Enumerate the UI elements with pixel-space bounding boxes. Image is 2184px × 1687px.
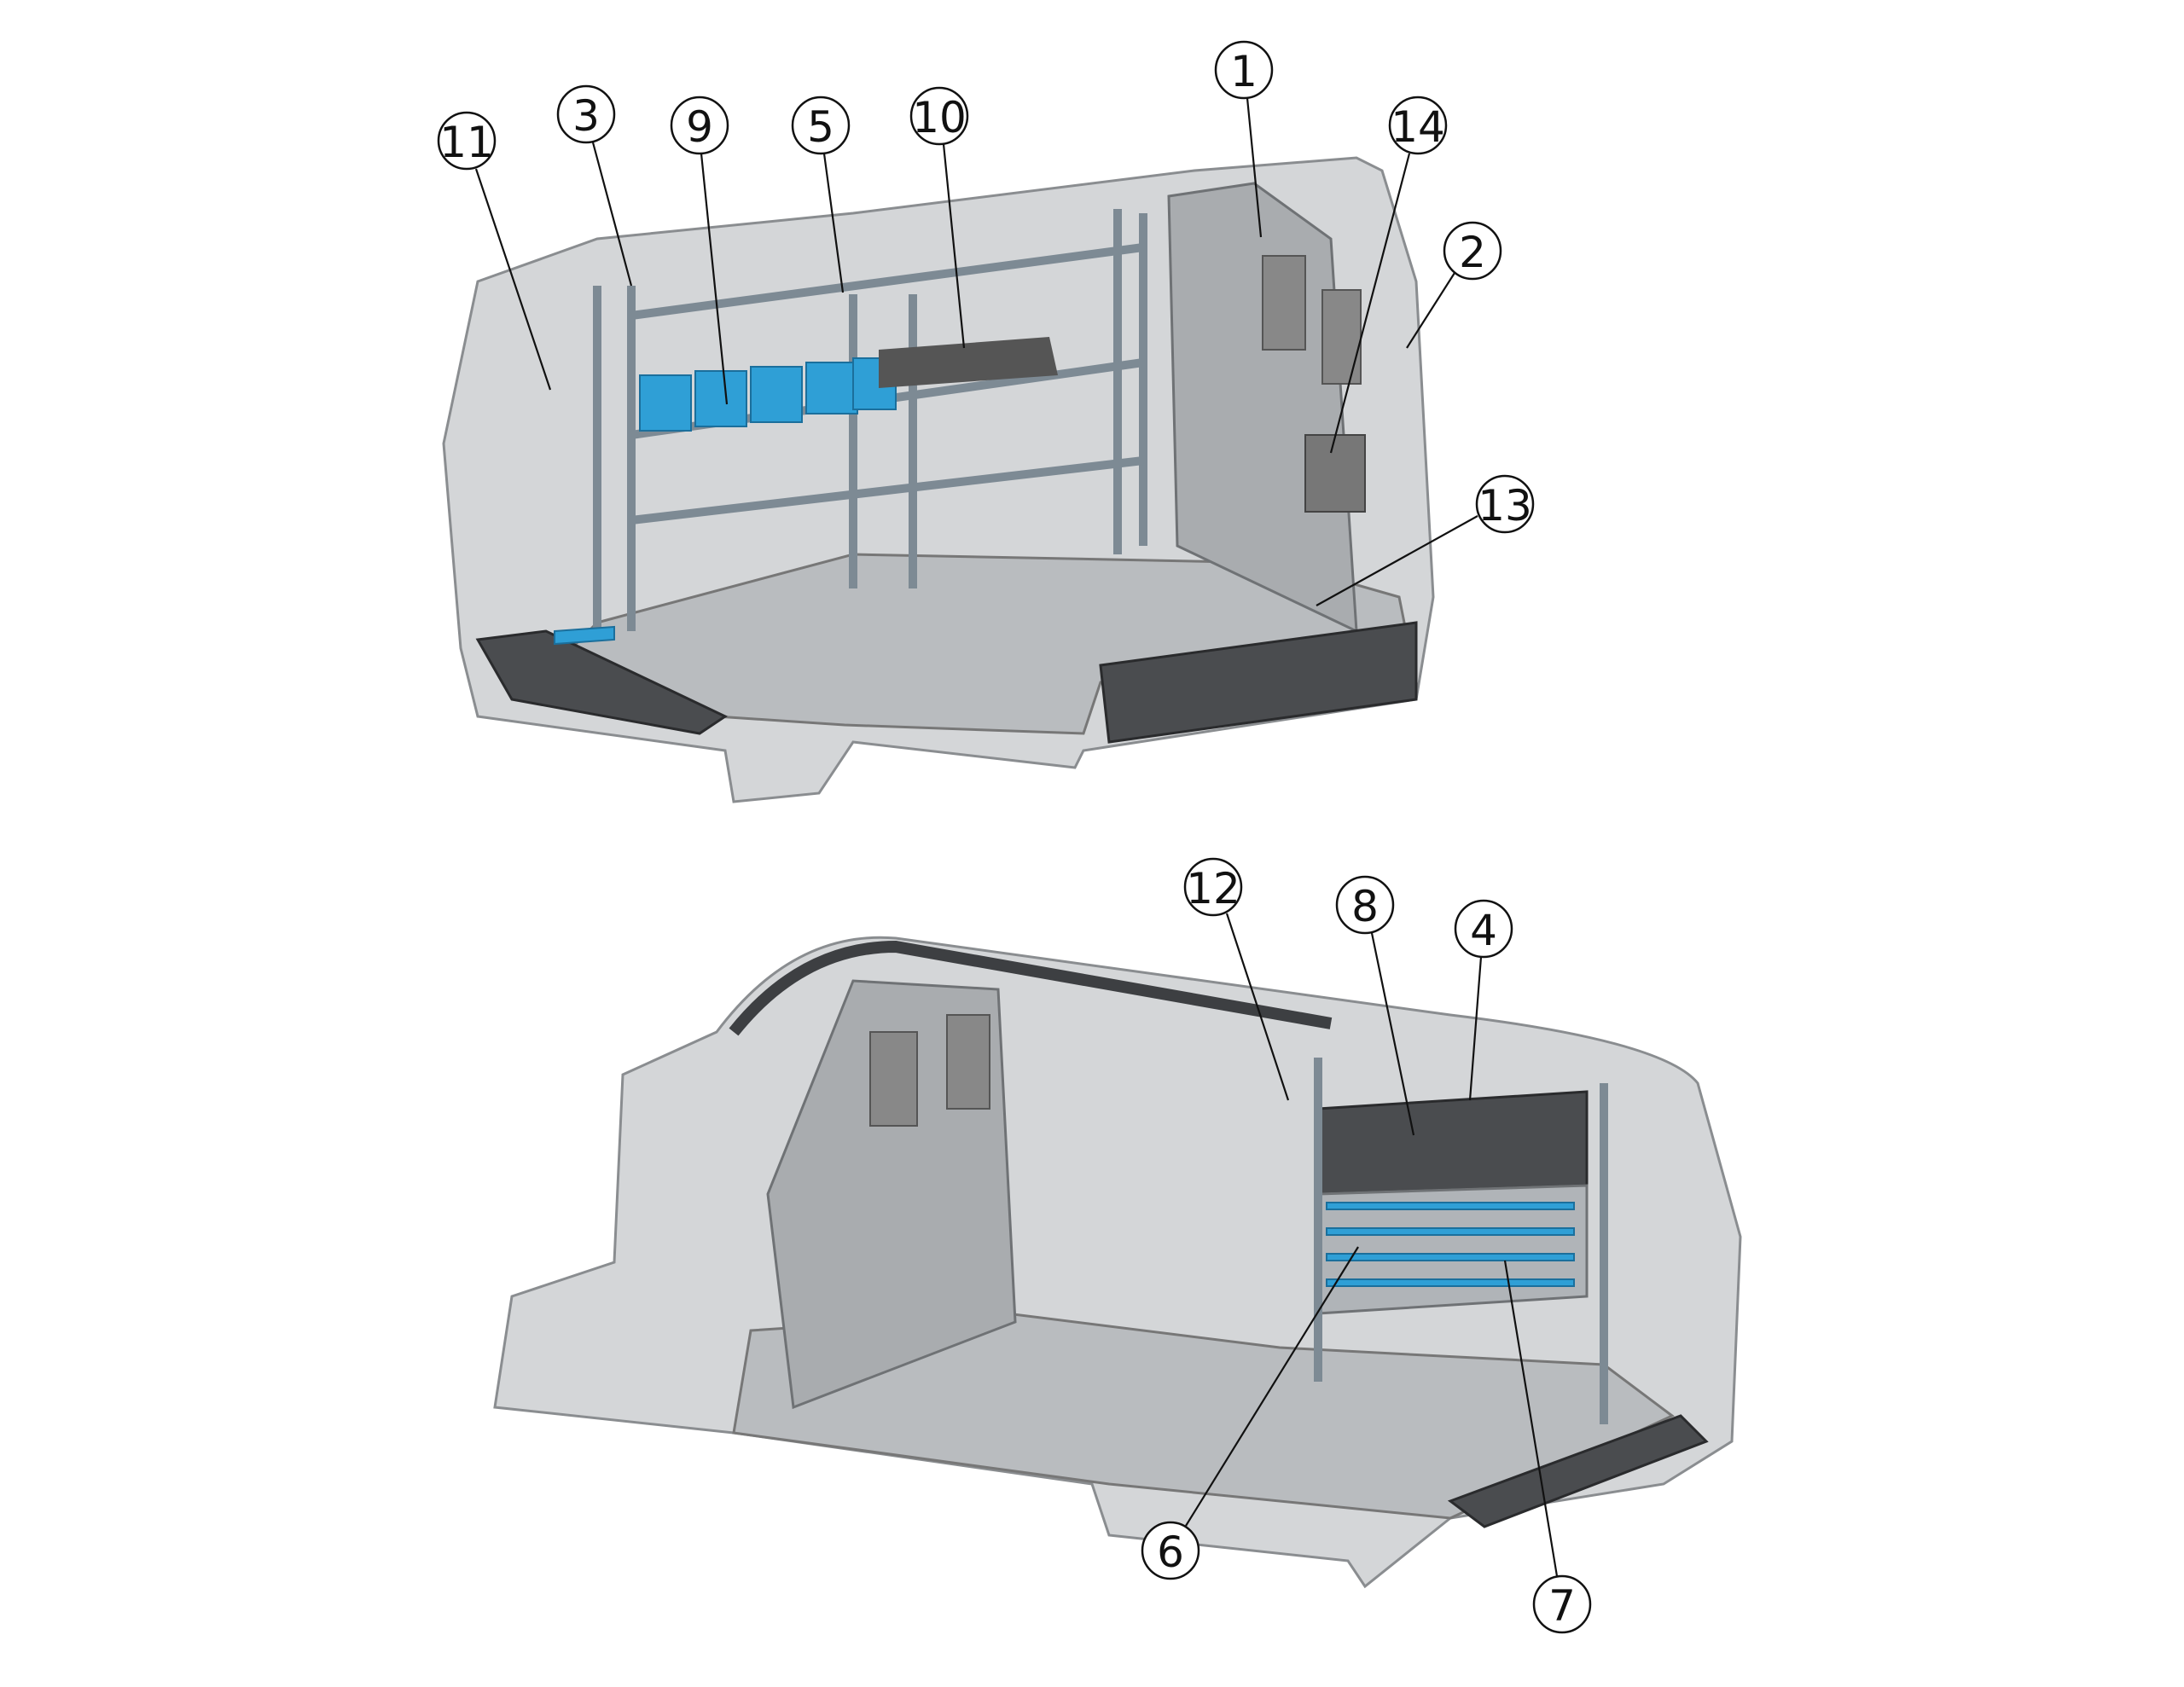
- svg-text:14: 14: [1391, 102, 1445, 152]
- svg-text:6: 6: [1157, 1528, 1184, 1577]
- leader-lines: [474, 97, 1559, 1577]
- drawer-rails: [1326, 1202, 1575, 1287]
- callout-11: 11: [437, 111, 497, 171]
- svg-text:7: 7: [1548, 1581, 1576, 1631]
- callout-1: 1: [1214, 40, 1274, 100]
- callout-10: 10: [909, 86, 969, 146]
- svg-text:5: 5: [807, 102, 834, 152]
- callout-3: 3: [556, 84, 616, 144]
- callout-14: 14: [1388, 96, 1448, 155]
- callout-5: 5: [791, 96, 851, 155]
- callout-7: 7: [1532, 1574, 1592, 1634]
- svg-text:12: 12: [1186, 864, 1240, 913]
- callout-6: 6: [1141, 1521, 1200, 1580]
- svg-text:1: 1: [1230, 47, 1258, 96]
- van-top-view-illustration: [442, 156, 1435, 803]
- svg-text:10: 10: [912, 93, 967, 142]
- callout-13: 13: [1475, 474, 1535, 534]
- svg-text:13: 13: [1478, 481, 1532, 530]
- svg-text:3: 3: [572, 91, 600, 141]
- callout-4: 4: [1454, 899, 1513, 959]
- callout-12: 12: [1183, 857, 1243, 917]
- svg-text:11: 11: [439, 118, 494, 167]
- callout-9: 9: [670, 96, 729, 155]
- svg-text:2: 2: [1459, 228, 1486, 277]
- svg-text:8: 8: [1351, 882, 1379, 931]
- svg-text:4: 4: [1470, 906, 1497, 955]
- svg-text:9: 9: [686, 102, 713, 152]
- callout-2: 2: [1443, 221, 1502, 281]
- van-bottom-view-illustration: [493, 936, 1742, 1589]
- storage-bins: [639, 357, 897, 432]
- callout-8: 8: [1335, 875, 1395, 935]
